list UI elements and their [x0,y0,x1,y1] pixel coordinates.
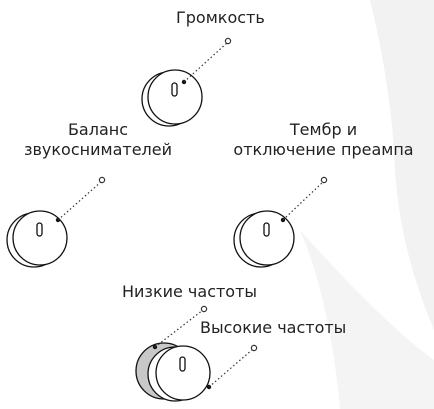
balance-knob [6,176,106,268]
treble-knob-cap [155,345,211,401]
pickup-balance-label-line1: Баланс [67,120,129,139]
tone-preamp-label: Тембр и отключение преампа [216,120,431,160]
tone-preamp-label-line1: Тембр и [289,120,358,139]
volume-knob [141,37,232,127]
background-watermark [370,0,434,330]
background-watermark-lower [300,230,434,409]
pickup-balance-label-line2: звукоснимателей [23,140,173,159]
tone-preamp-label-line2: отключение преампа [233,140,414,159]
treble-label: Высокие частоты [200,318,347,337]
tone-knob [233,176,328,268]
volume-label: Громкость [176,8,265,27]
pickup-balance-label: Баланс звукоснимателей [10,120,186,160]
bass-label: Низкие частоты [122,282,258,301]
bass-treble-stacked-knob [135,305,258,402]
